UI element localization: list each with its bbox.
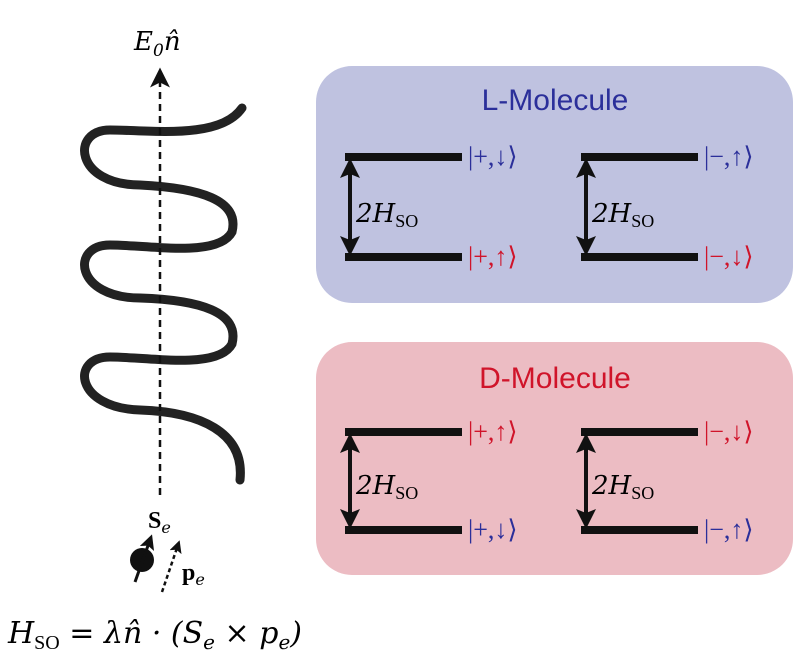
svg-text:2HSO: 2HSO	[591, 471, 654, 503]
state-label: |+,↑⟩	[468, 417, 518, 446]
d-left-levels: 2HSO |+,↑⟩ |+,↓⟩	[340, 417, 518, 544]
axis-label: E0n̂	[133, 27, 181, 61]
state-label: |−,↑⟩	[704, 142, 754, 171]
spin-arrow	[133, 534, 155, 583]
state-label: |+,↓⟩	[468, 515, 518, 544]
l-molecule-panel: L-Molecule 2HSO |+,↓⟩ |+,↑⟩ 2HSO |−,↑⟩ |…	[316, 66, 793, 303]
state-label: |−,↑⟩	[704, 515, 754, 544]
state-label: |+,↑⟩	[468, 242, 518, 271]
helix	[80, 103, 247, 485]
d-molecule-panel: D-Molecule 2HSO |+,↑⟩ |+,↓⟩ 2HSO |−,↓⟩ |…	[316, 342, 793, 575]
momentum-arrow	[160, 540, 182, 593]
svg-text:2HSO: 2HSO	[591, 199, 654, 231]
l-molecule-title: L-Molecule	[482, 84, 629, 117]
state-label: |−,↓⟩	[704, 417, 754, 446]
momentum-label: pe	[182, 560, 205, 589]
svg-text:2HSO: 2HSO	[355, 199, 418, 231]
spin-label: Se	[148, 508, 171, 537]
state-label: |−,↓⟩	[704, 242, 754, 271]
state-label: |+,↓⟩	[468, 142, 518, 171]
hamiltonian-equation: HSO = λn̂ · (Se × pe)	[7, 616, 302, 654]
d-molecule-title: D-Molecule	[479, 362, 631, 395]
d-right-levels: 2HSO |−,↓⟩ |−,↑⟩	[576, 417, 754, 544]
l-left-levels: 2HSO |+,↓⟩ |+,↑⟩	[340, 142, 518, 271]
l-right-levels: 2HSO |−,↑⟩ |−,↓⟩	[576, 142, 754, 271]
svg-text:2HSO: 2HSO	[355, 471, 418, 503]
